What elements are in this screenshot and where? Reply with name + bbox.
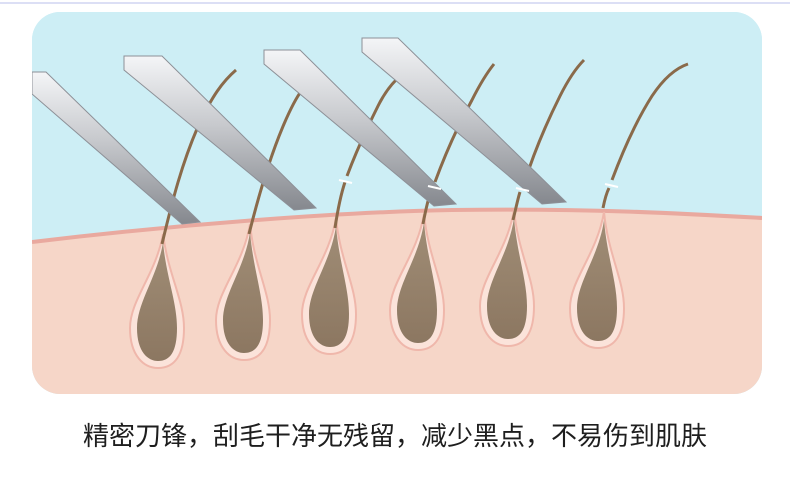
hair-6 <box>601 187 611 209</box>
caption-text: 精密刀锋，刮毛干净无残留，减少黑点，不易伤到肌肤 <box>82 422 707 452</box>
razor-blade-3 <box>263 49 458 207</box>
hair-3 <box>333 181 347 229</box>
shaving-diagram <box>32 12 762 394</box>
hair-2 <box>247 89 304 235</box>
razor-blade-4 <box>361 37 568 205</box>
razor-blade-2 <box>123 55 318 211</box>
follicle-2 <box>214 89 304 362</box>
follicle-6 <box>568 62 689 350</box>
follicle-5 <box>478 58 586 348</box>
shaving-illustration <box>32 12 762 394</box>
follicle-4 <box>388 63 496 352</box>
hair-5 <box>511 191 522 221</box>
cut-marks <box>338 179 619 192</box>
top-divider <box>0 2 790 4</box>
razor-blade-1 <box>32 71 202 225</box>
follicle-3 <box>300 78 398 356</box>
